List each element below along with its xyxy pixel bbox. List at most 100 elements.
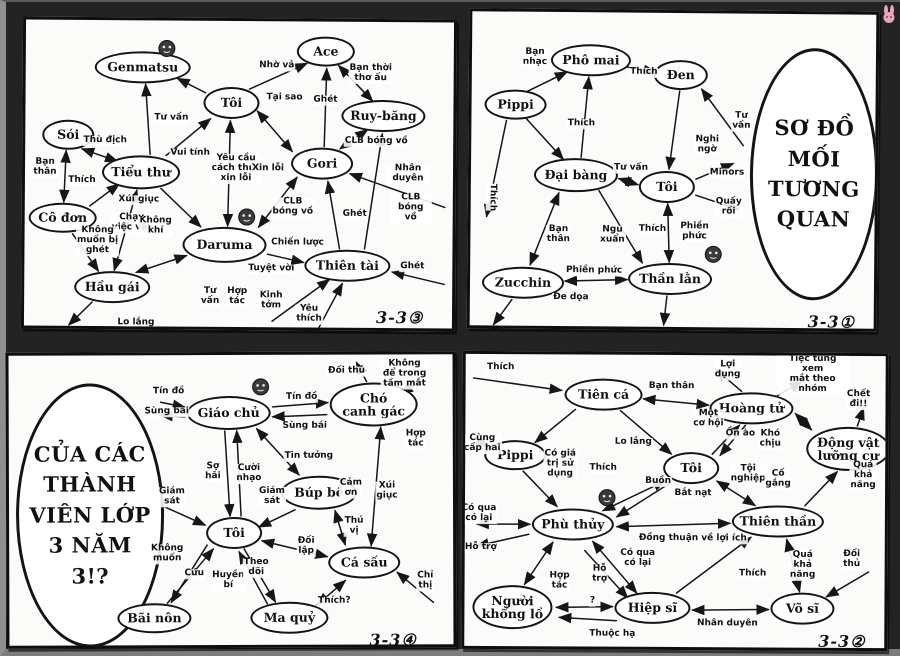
character-node-hau-gai: Hầu gái: [74, 270, 151, 304]
character-node-nguoi-khong-lo: Người khổng lồ: [472, 584, 553, 630]
relation-label: Tư vấn: [199, 285, 221, 307]
relation-label: Thích: [485, 183, 498, 212]
relation-label: Có giá trị sử dụng: [543, 448, 578, 480]
relation-label: CLB bóng vồ: [343, 135, 409, 148]
relation-label: Bạn thân: [647, 380, 696, 393]
relation-label: Thuộc hạ: [588, 628, 637, 640]
relation-arrow: [492, 298, 513, 326]
character-node-ruy-bang: Ruy-băng: [341, 99, 426, 133]
relation-label: Sùng bái: [281, 420, 329, 432]
relation-label: Kinh tởm: [258, 290, 284, 312]
relation-arrow: [333, 509, 347, 547]
relation-arrow: [690, 604, 770, 616]
character-node-bai-non: Bãi nôn: [117, 603, 192, 634]
relation-label: Bạn thân: [545, 224, 572, 246]
relation-label: CLB bóng vồ: [389, 192, 432, 224]
relation-label: Tín đồ: [284, 391, 319, 403]
relation-label: Lợi dụng: [713, 359, 742, 381]
relation-label: Nhân duyên: [385, 163, 431, 185]
relation-arrow: [318, 282, 343, 329]
relation-label: Đối thủ: [842, 548, 862, 570]
relation-arrow: [563, 274, 629, 287]
character-node-genmatsu: Genmatsu: [94, 50, 191, 84]
relation-arrow: [80, 147, 119, 163]
witch-icon: [598, 489, 616, 511]
relation-label: Cứu: [183, 568, 205, 580]
relation-label: Tư vấn: [612, 162, 650, 174]
relation-label: Tiệc tùng xem mắt theo nhóm: [776, 354, 850, 395]
relation-arrow: [715, 480, 757, 507]
guru-icon: [252, 378, 270, 400]
relation-label: Chiến lược: [270, 237, 325, 249]
relation-arrow: [591, 540, 638, 594]
character-node-hiep-si: Hiệp sĩ: [614, 591, 691, 625]
relation-label: Quá khả năng: [788, 549, 817, 581]
character-node-daruma: Daruma: [182, 226, 267, 264]
relation-label: Lo lắng: [116, 317, 156, 329]
relation-arrow: [176, 77, 207, 94]
relation-label: Bạn thân: [32, 156, 58, 178]
relation-label: Thích: [629, 66, 659, 78]
character-node-den: Đen: [653, 59, 708, 91]
relation-label: Không muốn: [149, 543, 185, 565]
relation-label: Nghi ngờ: [694, 134, 721, 156]
relation-arrow: [59, 149, 71, 204]
character-node-tieu-thu: Tiểu thư: [101, 155, 181, 190]
relation-arrow: [534, 408, 577, 444]
relation-label: Thích: [588, 462, 618, 474]
relation-arrow: [271, 398, 330, 409]
relation-arrow: [557, 612, 618, 624]
relation-arrow: [271, 411, 328, 422]
relation-arrow: [659, 295, 671, 327]
relation-arrow: [255, 427, 300, 476]
relation-label: Đối lập: [296, 535, 316, 557]
relation-arrow: [324, 180, 341, 250]
relation-arrow: [617, 175, 640, 188]
lizard-icon: [704, 245, 722, 267]
relation-arrow: [525, 71, 569, 93]
character-node-thien-tai: Thiên tài: [304, 249, 391, 283]
bunny-icon: [881, 5, 897, 28]
page-marker: 3-3④: [369, 630, 417, 649]
relation-label: Sùng bái: [143, 406, 190, 418]
relation-label: Tội nghiệp: [729, 463, 767, 485]
relation-arrow: [675, 536, 753, 594]
relation-arrow: [615, 482, 671, 518]
relation-label: Vui tính: [169, 147, 211, 159]
character-node-toi: Tôi: [638, 170, 695, 204]
relation-arrow: [825, 571, 870, 598]
relation-label: Chết đi!!: [844, 389, 873, 410]
relation-label: Huyền bí: [211, 570, 246, 591]
relation-label: CLB bóng vồ: [271, 196, 315, 218]
relation-label: Thú vị: [343, 515, 365, 537]
relation-arrow: [248, 62, 309, 90]
relation-label: Không muốn bị ghét: [75, 225, 120, 256]
relation-label: Không để trong tầm mắt: [380, 359, 429, 390]
relation-arrow: [580, 75, 593, 158]
relation-arrow: [67, 301, 93, 326]
relation-arrow: [390, 269, 445, 286]
character-node-gori: Gori: [290, 147, 354, 180]
relation-label: Bắt nạt: [673, 488, 713, 500]
relation-label: Giám sát: [257, 485, 286, 507]
relation-label: Sợ hãi: [204, 461, 222, 482]
relation-arrow: [554, 601, 614, 613]
relation-label: Tư vấn: [731, 110, 752, 132]
relation-label: Phiền phức: [564, 265, 624, 277]
relation-label: Thích: [566, 118, 597, 130]
relation-label: Cố gắng: [764, 468, 792, 490]
relation-label: Giám sát: [157, 486, 186, 508]
relation-arrow: [271, 278, 331, 322]
relation-label: Hợp tác: [225, 286, 249, 307]
character-node-giao-chu: Giáo chủ: [186, 395, 271, 431]
relation-label: Thích?: [317, 595, 352, 607]
relation-arrow: [257, 509, 296, 528]
relation-arrow: [525, 117, 565, 161]
character-node-pho-mai: Phô mai: [550, 43, 632, 77]
character-node-toi: Tôi: [206, 516, 263, 550]
relation-arrow: [160, 504, 207, 526]
relation-label: Tín đồ: [151, 386, 186, 398]
relation-label: Buồn: [644, 475, 673, 487]
